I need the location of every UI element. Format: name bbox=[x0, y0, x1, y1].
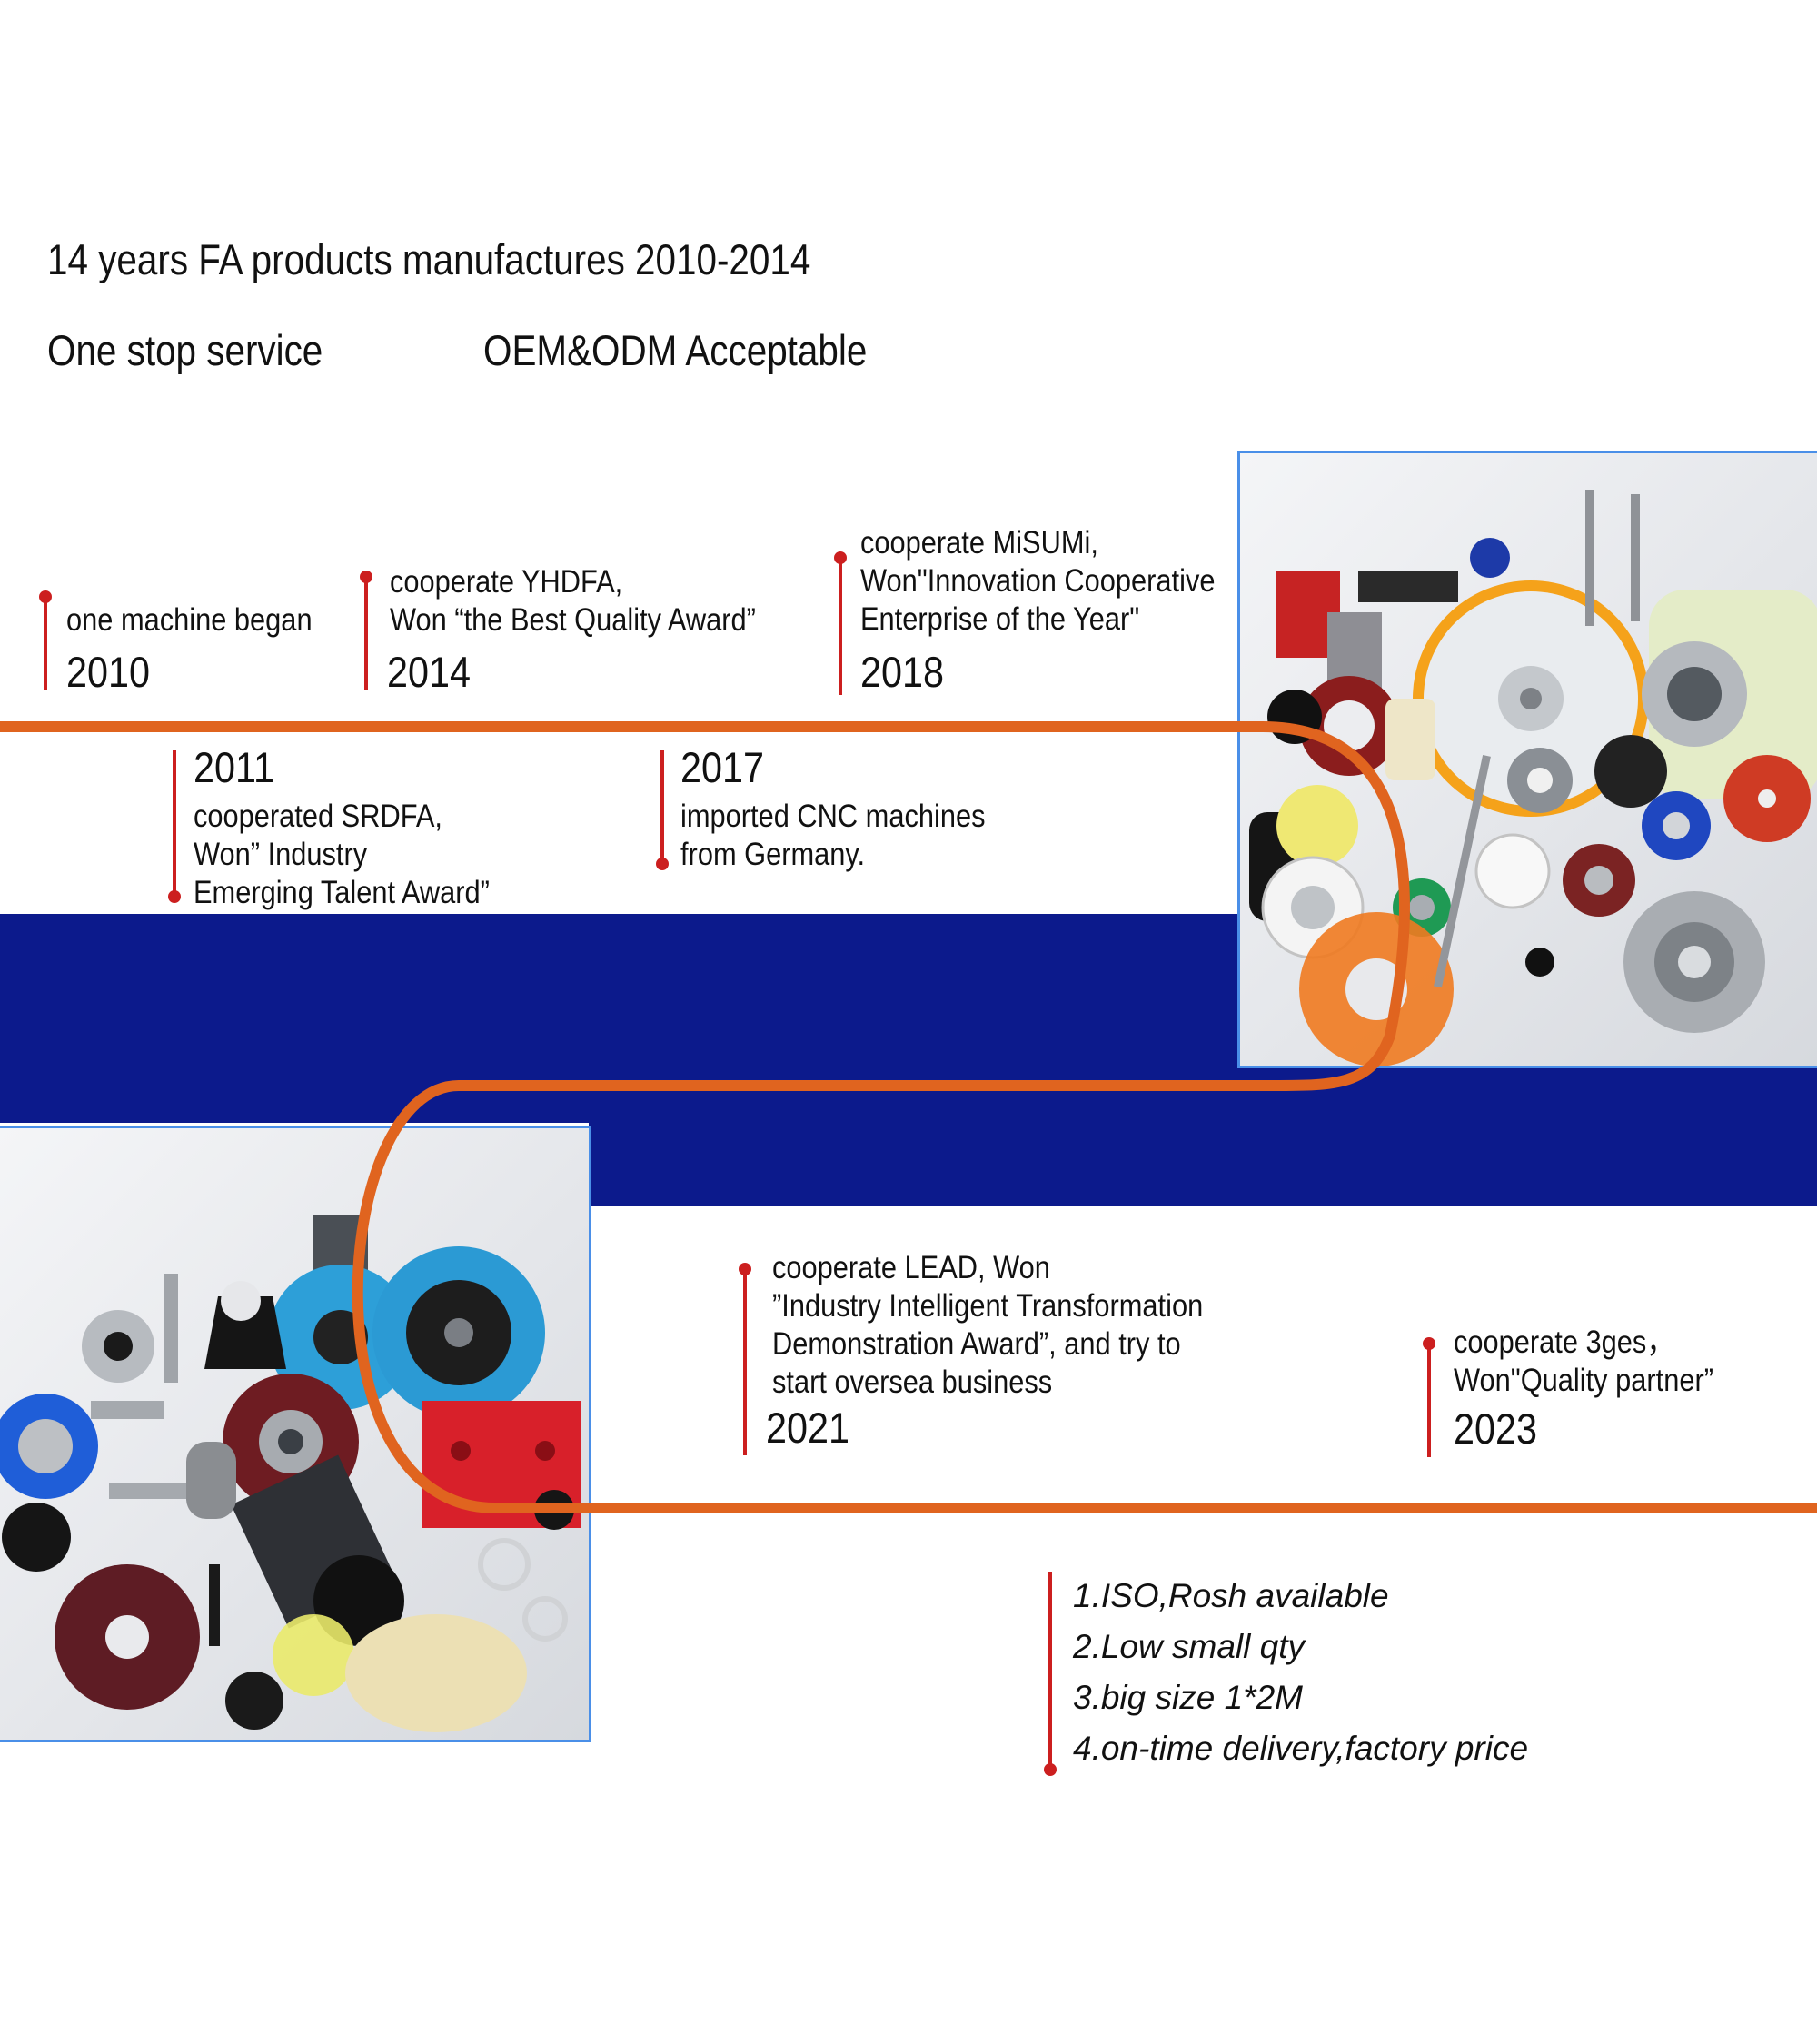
event-description: imported CNC machines from Germany. bbox=[680, 799, 986, 872]
timeline-dot bbox=[1423, 1337, 1435, 1350]
product-assortment-illustration bbox=[0, 1215, 581, 1732]
product-assortment-illustration bbox=[1249, 490, 1817, 1066]
event-year: 2011 bbox=[194, 743, 274, 791]
event-description: cooperate LEAD, Won ”Industry Intelligen… bbox=[772, 1250, 1204, 1400]
timeline-marker bbox=[44, 600, 47, 690]
timeline-marker bbox=[173, 750, 176, 896]
timeline-marker bbox=[364, 580, 368, 690]
timeline-dot bbox=[656, 858, 669, 870]
event-description: cooperate 3ges， Won"Quality partner” bbox=[1454, 1325, 1713, 1398]
feature-item: 4.on-time delivery,factory price bbox=[1073, 1730, 1529, 1767]
event-description: cooperate MiSUMi, Won"Innovation Coopera… bbox=[860, 525, 1216, 637]
product-photo-top bbox=[1237, 451, 1817, 1068]
event-description: cooperated SRDFA, Won” Industry Emerging… bbox=[194, 799, 490, 910]
headline: 14 years FA products manufactures 2010-2… bbox=[47, 235, 811, 283]
feature-item: 2.Low small qty bbox=[1073, 1628, 1305, 1665]
timeline-marker bbox=[839, 561, 842, 695]
feature-list-dot bbox=[1044, 1763, 1057, 1776]
event-year: 2017 bbox=[680, 743, 765, 791]
feature-item: 1.ISO,Rosh available bbox=[1073, 1577, 1389, 1614]
feature-list-marker bbox=[1048, 1572, 1052, 1767]
timeline-marker bbox=[660, 750, 664, 863]
feature-item: 3.big size 1*2M bbox=[1073, 1679, 1303, 1716]
navy-band-lower bbox=[589, 1063, 1817, 1206]
timeline-dot bbox=[739, 1263, 751, 1275]
event-year: 2014 bbox=[387, 648, 472, 696]
event-year: 2021 bbox=[766, 1404, 850, 1452]
service-label: One stop service bbox=[47, 326, 323, 374]
event-description: one machine began bbox=[66, 602, 313, 638]
timeline-dot bbox=[834, 551, 847, 564]
event-year: 2018 bbox=[860, 648, 945, 696]
timeline-marker bbox=[1427, 1346, 1431, 1457]
timeline-dot bbox=[360, 571, 372, 583]
oem-label: OEM&ODM Acceptable bbox=[483, 326, 868, 374]
event-description: cooperate YHDFA, Won “the Best Quality A… bbox=[390, 564, 756, 638]
product-photo-bottom bbox=[0, 1126, 591, 1742]
timeline-dot bbox=[168, 890, 181, 903]
timeline-marker bbox=[743, 1272, 747, 1455]
event-year: 2023 bbox=[1454, 1404, 1538, 1453]
event-year: 2010 bbox=[66, 648, 151, 696]
timeline-dot bbox=[39, 590, 52, 603]
